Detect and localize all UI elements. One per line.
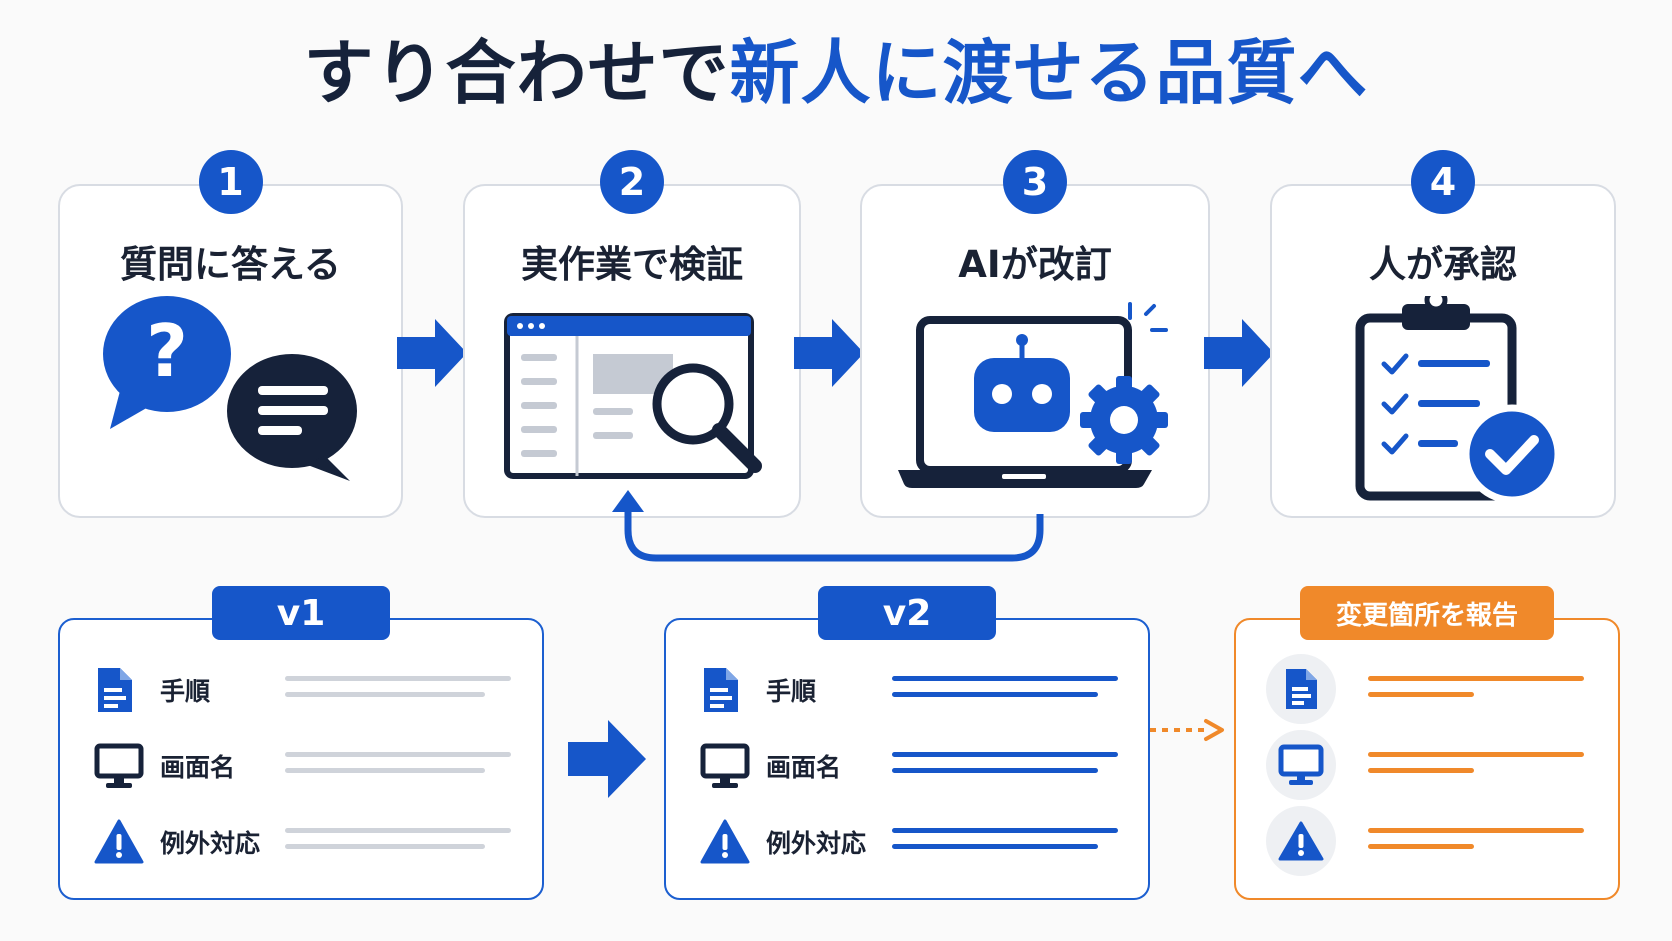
row-label: 画面名 <box>160 753 236 782</box>
title-part-blue: 新人に渡せる品質へ <box>729 32 1369 114</box>
page-title: すり合わせで新人に渡せる品質へ <box>0 38 1672 108</box>
robot-laptop-gear-icon <box>898 302 1168 488</box>
arrow-v1-to-v2 <box>568 720 646 798</box>
step-card-4: 4 人が承認 <box>1270 150 1616 518</box>
row-label: 画面名 <box>766 753 842 782</box>
row-label: 手順 <box>766 677 817 706</box>
document-icon <box>98 668 132 712</box>
document-icon <box>704 668 738 712</box>
list-item: 画面名 <box>60 738 542 798</box>
list-item: 手順 <box>666 662 1148 722</box>
change-report-box: 変更箇所を報告 <box>1234 586 1620 900</box>
step-number-2: 2 <box>600 150 664 214</box>
row-label: 例外対応 <box>766 829 867 858</box>
list-item: 画面名 <box>666 738 1148 798</box>
step-number-4: 4 <box>1411 150 1475 214</box>
clipboard-check-icon <box>1355 296 1562 504</box>
version-tab-v1: v1 <box>212 586 390 640</box>
step-card-2: 2 実作業で検証 <box>463 150 801 518</box>
arrow-step3-to-step4 <box>1204 319 1274 387</box>
step-number-1: 1 <box>198 150 263 214</box>
row-label: 例外対応 <box>160 829 261 858</box>
title-part-dark: すり合わせで <box>303 32 730 114</box>
monitor-icon <box>700 743 750 788</box>
monitor-icon <box>94 743 144 788</box>
step-card-1: 1 質問に答える ? <box>58 150 403 518</box>
version-tab-v2: v2 <box>818 586 996 640</box>
warning-icon <box>94 819 144 864</box>
list-item: 手順 <box>60 662 542 722</box>
step-label-4: 人が承認 <box>1369 243 1517 286</box>
change-report-tab: 変更箇所を報告 <box>1300 586 1554 640</box>
version-box-v1: v1 手順 画面名 例外対応 <box>58 586 544 900</box>
magnifier-window-icon <box>504 313 762 479</box>
step-label-1: 質問に答える <box>120 243 341 286</box>
row-label: 手順 <box>160 677 211 706</box>
arrow-step1-to-step2 <box>397 319 467 387</box>
arrow-step2-to-step3 <box>794 319 864 387</box>
monitor-icon <box>1266 730 1336 800</box>
step-card-3: 3 AIが改訂 <box>860 150 1210 518</box>
document-icon <box>1266 654 1336 724</box>
warning-icon <box>1266 806 1336 876</box>
speech-bubbles-icon: ? <box>103 296 363 481</box>
svg-text:?: ? <box>146 309 188 393</box>
list-item: 例外対応 <box>60 814 542 874</box>
revision-loop-arrow <box>612 490 1044 562</box>
step-number-3: 3 <box>1003 150 1067 214</box>
step-label-2: 実作業で検証 <box>521 243 743 286</box>
step-label-3: AIが改訂 <box>958 243 1112 286</box>
version-box-v2: v2 手順 画面名 例外対応 <box>664 586 1150 900</box>
list-item: 例外対応 <box>666 814 1148 874</box>
arrow-v2-to-report <box>1150 719 1224 741</box>
warning-icon <box>700 819 750 864</box>
